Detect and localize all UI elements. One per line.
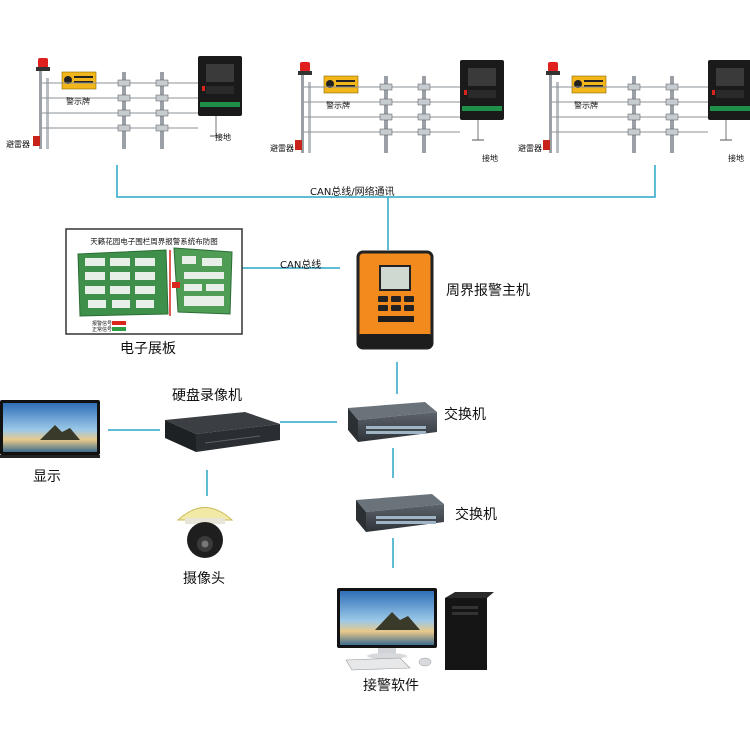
pc-workstation: [337, 588, 494, 671]
legend-normal-swatch: [112, 327, 126, 331]
switch-1-device: [348, 402, 437, 442]
lightning-arrester-label: 避雷器: [270, 143, 294, 153]
fence-unit-1: 警示牌 避雷器 接地: [6, 55, 243, 150]
warning-sign-label: 警示牌: [326, 100, 350, 110]
ground-label: 接地: [482, 153, 498, 163]
host-label: 周界报警主机: [446, 283, 530, 299]
legend-normal-label: 正常信号: [92, 326, 112, 333]
fence-unit-2: 警示牌 避雷器 接地: [270, 59, 505, 163]
software-label: 接警软件: [363, 678, 419, 694]
lightning-arrester-label: 避雷器: [6, 139, 30, 149]
panel-title: 天籁花园电子围栏周界报警系统布防图: [90, 236, 218, 246]
nvr-device: [165, 412, 280, 452]
switch-1-label: 交换机: [444, 407, 486, 423]
fence-unit-3: 警示牌 避雷器 接地: [518, 59, 750, 163]
connection-lines: [108, 165, 656, 568]
warning-sign-label: 警示牌: [66, 96, 90, 106]
switch-2-device: [356, 494, 444, 532]
legend-alarm-label: 报警信号: [92, 320, 112, 327]
display-label: 显示: [33, 469, 61, 485]
warning-sign-label: 警示牌: [574, 100, 598, 110]
panel-caption: 电子展板: [120, 341, 176, 357]
ground-label: 接地: [728, 153, 744, 163]
display-monitor: [0, 400, 100, 458]
bus-label: CAN总线/网络通讯: [310, 187, 395, 198]
ground-label: 接地: [215, 132, 231, 142]
switch-2-label: 交换机: [455, 507, 497, 523]
camera-label: 摄像头: [183, 571, 225, 587]
lightning-arrester-label: 避雷器: [518, 143, 542, 153]
dome-camera: [176, 507, 234, 558]
can-label: CAN总线: [280, 260, 322, 271]
electronic-panel: 天籁花园电子围栏周界报警系统布防图 报警信号 正常信号: [65, 228, 243, 335]
legend-alarm-swatch: [112, 321, 126, 325]
nvr-label: 硬盘录像机: [172, 388, 242, 404]
alarm-host-device: [356, 250, 434, 350]
